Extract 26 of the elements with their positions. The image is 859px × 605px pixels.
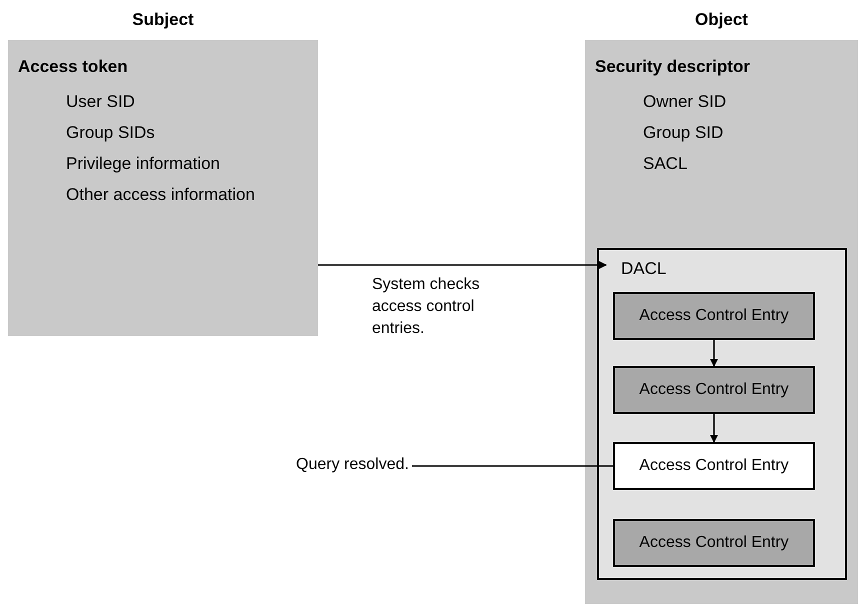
list-item: User SID — [66, 90, 136, 112]
entry-label: Access Control Entry — [639, 533, 789, 553]
list-item: Privilege information — [66, 152, 222, 174]
list-item: Owner SID — [643, 90, 728, 112]
list-item: Other access information — [66, 184, 256, 206]
column-heading: Object — [694, 9, 749, 31]
entry-box — [613, 292, 815, 340]
entry-box — [613, 442, 815, 490]
panel-title: Security descriptor — [595, 56, 751, 78]
connector-line — [412, 465, 613, 467]
arrow — [710, 414, 718, 443]
entry-box — [613, 366, 815, 414]
list-title: DACL — [621, 258, 668, 280]
entry-box — [613, 519, 815, 567]
entry-label: Access Control Entry — [639, 380, 789, 400]
entry-label: Access Control Entry — [639, 456, 789, 476]
list-box — [597, 248, 847, 580]
panel-title: Access token — [18, 56, 129, 78]
entry-label: Access Control Entry — [639, 306, 789, 326]
arrow — [710, 340, 718, 367]
arrow — [318, 261, 607, 269]
column-heading: Subject — [131, 9, 195, 31]
list-item: SACL — [643, 152, 688, 174]
note-text: Query resolved. — [296, 455, 409, 475]
list-item: Group SIDs — [66, 122, 156, 144]
list-item: Group SID — [643, 122, 724, 144]
